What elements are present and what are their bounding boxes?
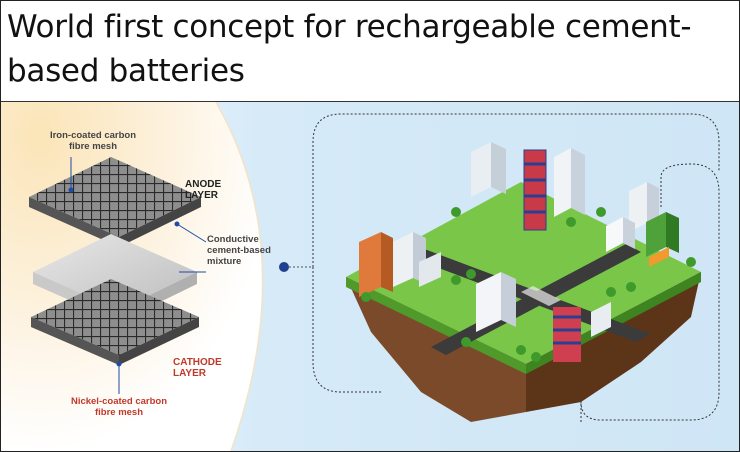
cathode-label: CATHODE LAYER bbox=[173, 357, 222, 379]
cathode-layer bbox=[31, 279, 199, 365]
anode-layer bbox=[29, 157, 201, 247]
page-title: World first concept for rechargeable cem… bbox=[7, 9, 692, 89]
buildings bbox=[359, 142, 679, 362]
conductive-mixture-label: Conductive cement-based mixture bbox=[207, 234, 271, 267]
trees bbox=[361, 207, 696, 362]
anode-label: ANODE LAYER bbox=[185, 179, 222, 201]
connector-dot bbox=[279, 262, 289, 272]
dashed-loop-top bbox=[312, 113, 720, 267]
dashed-loop-bottom bbox=[312, 267, 381, 393]
divider bbox=[1, 101, 739, 102]
battery-concept-illustration bbox=[1, 102, 739, 451]
nickel-mesh-label: Nickel-coated carbon fibre mesh bbox=[70, 396, 168, 418]
iron-mesh-label: Iron-coated carbon fibre mesh bbox=[49, 130, 137, 152]
